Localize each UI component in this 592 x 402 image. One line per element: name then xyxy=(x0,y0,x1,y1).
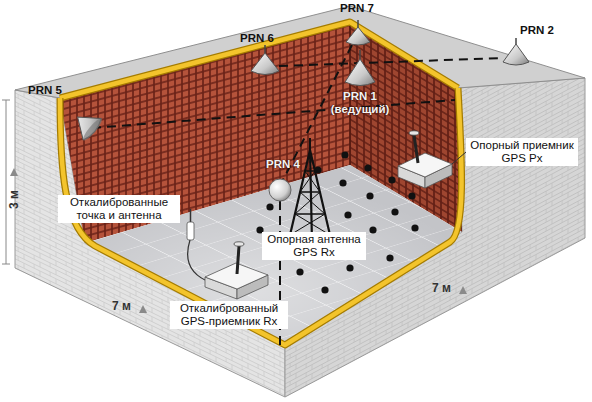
callout-box: Опорная антенна GPS Rx xyxy=(262,232,366,260)
yellow-trim xyxy=(60,22,458,98)
test-point xyxy=(386,254,393,261)
satellite-prn2 xyxy=(503,38,529,65)
leader-line xyxy=(452,152,466,164)
callout-text: Опорный приемник GPS Px xyxy=(469,139,575,165)
satellite-cone xyxy=(251,53,279,75)
receiver-top xyxy=(398,153,452,177)
tiled-floor xyxy=(85,165,462,345)
satellite-prn7 xyxy=(346,20,370,45)
satellite-prn5 xyxy=(69,106,105,142)
satellite-label: PRN 5 xyxy=(28,84,62,97)
callout-box: Откалиброванный GPS-приемник Rx xyxy=(170,301,288,329)
calibrated-receiver xyxy=(205,242,268,299)
floor-highlight xyxy=(85,165,462,345)
antenna-tower xyxy=(290,138,330,242)
test-point xyxy=(321,286,328,293)
test-point xyxy=(408,192,415,199)
dimension-label: 7 м xyxy=(432,282,451,295)
dimension-marks xyxy=(2,100,467,313)
callout-text: Откалиброванный GPS-приемник Rx xyxy=(173,302,285,328)
satellite-prn1 xyxy=(345,50,375,86)
tower-spire xyxy=(309,138,311,150)
test-point xyxy=(339,179,346,186)
test-point xyxy=(366,192,373,199)
receiver-antenna xyxy=(237,246,239,274)
test-point xyxy=(346,264,353,271)
signal-path xyxy=(279,58,503,66)
satellite-label: PRN 7 xyxy=(340,2,374,15)
tower-brace xyxy=(290,171,330,235)
antenna-body xyxy=(187,222,194,240)
callout-text: Откалиброванные точка и антенна xyxy=(61,196,177,222)
yellow-trim xyxy=(60,88,462,345)
antenna-cap xyxy=(409,131,419,135)
satellite-cone xyxy=(69,106,104,142)
dimension-tick xyxy=(2,100,10,101)
satellite-cone xyxy=(346,27,370,45)
callout-text: Опорная антенна GPS Rx xyxy=(265,233,363,259)
antenna-whip xyxy=(190,209,192,222)
test-point xyxy=(344,211,351,218)
receiver-antenna xyxy=(414,135,418,163)
satellite-rim xyxy=(81,116,104,142)
trim-shadow xyxy=(60,88,462,345)
callout-box: Откалиброванные точка и антенна xyxy=(58,195,180,223)
satellite-label: PRN 6 xyxy=(240,32,274,45)
dimension-tick xyxy=(2,264,10,265)
satellite-prn4 xyxy=(269,179,291,201)
dimension-label: 7 м xyxy=(112,300,131,313)
test-point xyxy=(391,208,398,215)
test-point xyxy=(341,151,348,158)
dimension-line xyxy=(6,100,7,264)
test-points xyxy=(256,151,418,293)
test-point xyxy=(411,224,418,231)
reference-receiver xyxy=(398,131,466,188)
satellite-label: PRN 4 xyxy=(266,158,300,171)
tower-strut xyxy=(290,171,330,235)
test-point xyxy=(296,268,303,275)
satellite-cone xyxy=(503,44,529,65)
satellite-prn6 xyxy=(251,45,279,75)
test-point xyxy=(364,164,371,171)
dimension-triangle xyxy=(139,305,147,313)
calibrated-antenna xyxy=(187,209,212,283)
dimension-label: 3 м xyxy=(8,188,21,212)
dimension-triangle xyxy=(10,168,18,176)
dimension-triangle xyxy=(459,286,467,294)
antenna-cap xyxy=(234,242,244,246)
satellite-cone xyxy=(345,59,375,86)
test-point xyxy=(388,176,395,183)
satellite-label: PRN 1 (ведущий) xyxy=(328,90,392,116)
test-point xyxy=(266,203,273,210)
trim-shadow xyxy=(60,22,458,98)
callout-box: Опорный приемник GPS Px xyxy=(466,138,578,166)
satellite-label: PRN 2 xyxy=(520,24,554,37)
signal-path xyxy=(92,100,455,128)
test-point xyxy=(369,226,376,233)
